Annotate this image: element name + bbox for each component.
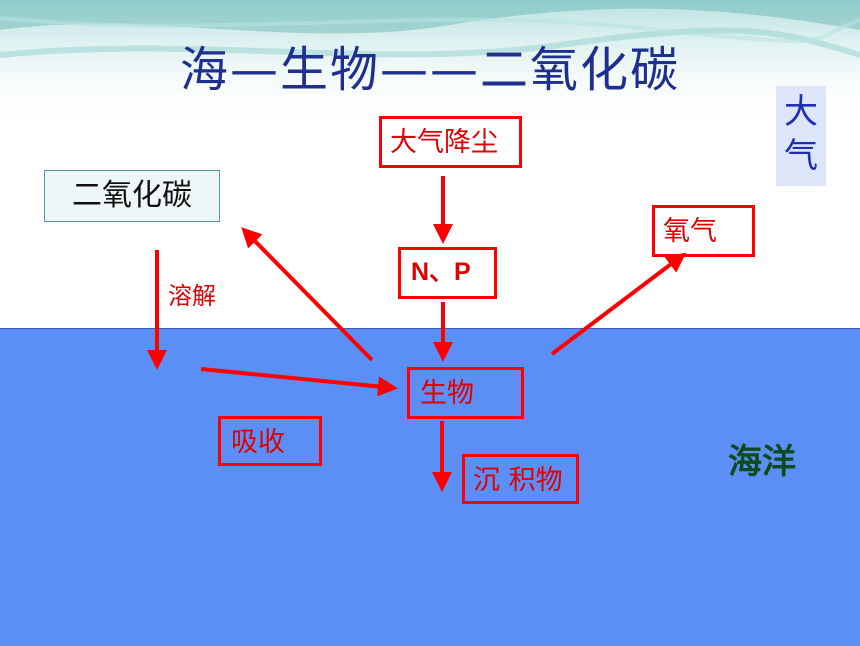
- arrow-organism-to-oxygen: [550, 252, 687, 356]
- arrow-organism-to-co2: [241, 227, 374, 362]
- node-dust: 大气降尘: [379, 116, 522, 168]
- arrow-absorb-to-organism: [200, 367, 398, 397]
- node-absorb-label: 吸收: [231, 427, 285, 458]
- node-oxygen: 氧气: [652, 205, 755, 257]
- node-organism-label: 生物: [420, 378, 474, 409]
- node-absorb: 吸收: [218, 416, 322, 466]
- header-decoration: [0, 0, 860, 130]
- atmosphere-label: 大 气: [776, 86, 826, 186]
- node-co2: 二氧化碳: [44, 170, 220, 222]
- node-dust-label: 大气降尘: [390, 127, 498, 158]
- node-organism: 生物: [407, 367, 524, 419]
- page-title: 海—生物——二氧化碳: [179, 42, 680, 98]
- ocean-label: 海洋: [728, 442, 796, 482]
- edge-label-dissolve: 溶解: [168, 282, 216, 310]
- node-oxygen-label: 氧气: [663, 216, 717, 247]
- node-np: N、P: [398, 247, 497, 299]
- ocean-area: [0, 328, 860, 646]
- node-sediment-label: 沉 积物: [473, 465, 563, 496]
- node-sediment: 沉 积物: [462, 454, 579, 504]
- atmosphere-label-text: 大 气: [784, 92, 818, 176]
- node-np-label: N、P: [411, 258, 471, 286]
